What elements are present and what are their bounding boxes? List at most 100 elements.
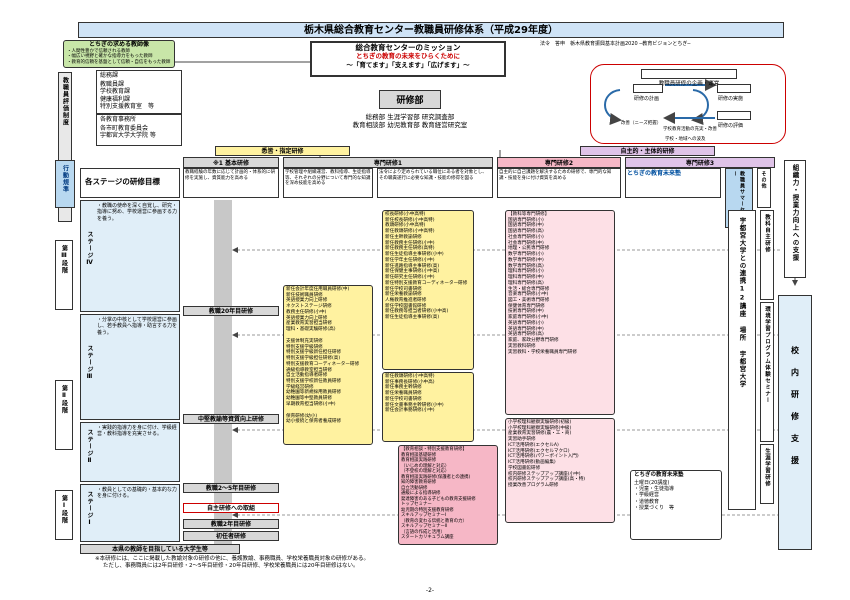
training-item: 授業改善プログラム研修 [508,483,559,489]
training-item: 産業教育実習研修(農・工・商) [508,431,572,437]
category-voluntary: 自主的・主体的研修 [580,146,715,156]
mirai-item: ・児童・生徒指導 [634,486,675,493]
stage-3-label: ステージⅢ [86,345,93,381]
action-norm-text: 行動規準 [61,165,69,193]
training-item: 特別支援学校新任教員研修 [286,379,342,385]
training-item: 英語専門研修(中) [508,326,544,332]
shogai-box: 生涯学習研修 [760,444,774,504]
ideal-teacher-item: ・幅広い視野と確かな指導力をもった教師 [67,54,153,60]
training-item: ICT活用研修(エクセルマクロ) [508,448,570,454]
training-item: 新任教頭研修(小中高特) [385,374,435,379]
mirai-heading: とちぎの教育未来塾 [634,472,684,478]
pdca-act: 改善（ニーズ把握） [621,121,662,126]
external-orgs-box: 各教育事務所 各市町教育委員会 宇都宮大学大学院 等 [96,114,182,146]
stage-3-goal: ・分掌の中核として学校運営に参画し、若手教員へ指導・助言する力を養う。 [97,317,178,336]
stage-2-goal: ・実践的指導力を身に付け、学級経営・教科指導を充実させる。 [97,425,177,438]
training-item: 図工・美術専門研修 [508,298,550,304]
senmon1-list: 校長研修(小中高特)新任校長研修(小中高特)教頭研修(小中高特)新任教頭研修(小… [383,211,473,322]
training-item: 保健体育専門研修 [508,303,545,309]
kenshubu-line1: 総務部 生涯学習部 研究調査部 [365,113,455,121]
footnote-1: ※本研修には、ここに掲載した教諭対象の研修の他に、養護教諭、事務職員、学校栄養職… [95,556,369,562]
training-item: 小学校理科観察実験研修(初級) [508,420,572,425]
org-item: 特別支援教育室 [100,103,143,110]
kyoka-box: 教科自主研修 [760,210,774,300]
training-item: 新任教務等担当者研修(小中高) [385,309,449,315]
kenshubu-heading: 研修部 [379,90,441,109]
senmon2-list-box: 【教科等専門研修】国語専門研修(小)国語専門研修(中)国語専門研修(高)社会専門… [505,210,615,415]
senmon1-a-list: 新任会計年度任用職員研修(中)新任技術職員研修英語授業力向上研修ネクストステージ… [284,286,372,334]
senmon1-list2-box: 新任教頭研修(小中高特)新任事務長研修(小中高)新任事務主幹研修新任栄養職員研修… [382,372,474,442]
training-item: トップセミナー [401,502,432,507]
col-head-senmon1-label: 専門研修1 [373,160,403,167]
training-item: 特別支援学級新任担任研修 [286,350,342,356]
phase-3-label: 第Ⅲ段階 [60,245,68,274]
mission-slogan: ～「育てます」「支えます」「広げます」～ [346,60,470,69]
training-item: 保育研修(幼小) [286,413,318,419]
training-item: 新任学年主任研修(小中) [385,257,435,263]
training-item: 学級経営研修 [286,384,314,390]
kankyo-box: 環境学習プログラム体験セミナー [760,302,774,442]
utsunomiya-label: 宇都宮大学との連携12講座 場所 宇都宮大学 [738,217,746,388]
training-item: 教育相談実践研修(保護者との連携) [401,474,471,480]
training-item: 理科専門研修(小) [508,269,544,275]
mirai-box: とちぎの教育未来塾 土曜日(20講座) ・児童・生徒指導 ・学級経営 ・道徳教育… [630,470,722,540]
training-item: ネクストステージ研修 [286,304,332,310]
footnote-2: ただし、事務職員には2年目研修・2～5年目研修・20年目研修、学校栄養職員には2… [103,562,359,569]
training-item: 理科・基礎実験研修(高) [286,327,336,333]
col3-desc: 法令により定められている職位にある者を対象とし、その職責遂行に必要な知識・技能の… [379,170,487,181]
stage-3: ステージⅢ ・分掌の中核として学校運営に参画し、若手教員へ指導・助言する力を養う… [80,314,180,420]
training-item: 産業教育実習担当研修 [286,321,332,327]
training-item: 新任校長研修(小中高特) [385,217,435,223]
training-item: スキルアップセミナーⅠ [401,513,447,518]
training-item: 幼小接続と保育者養成研修 [286,419,342,425]
training-item: 英語授業力向上研修 [286,315,328,321]
training-item: 知的障害教育研修 [401,480,437,485]
training-item: 自立活動指導者研修 [286,373,328,379]
training-item: 英語専門研修(小) [508,320,544,326]
training-item: 理科専門研修(高) [508,280,544,286]
training-item: 新任進路指導主事研修(高) [385,263,440,269]
training-item: 新任教務主任研修(高特) [385,246,435,252]
training-item: 地理・公民専門研修 [508,246,550,252]
training-item: 理科専門研修(中) [508,275,544,281]
training-item: （不登校の理解と対応） [401,469,450,474]
training-item: 新任学校司書研修 [385,396,422,402]
training-item: 特別支援教育コーディネーター研修 [286,361,360,367]
org2-item: 各市町教育委員会 [100,124,149,132]
kounai-support: 校内研修支援 [778,295,812,550]
training-item: （言語の作成と活用） [401,529,445,535]
mission-box: 総合教育センターのミッション とちぎの教育の未来をひらくために ～「育てます」「… [310,41,506,77]
training-item: 英語授業力向上研修 [286,298,328,304]
org-item: 健康福利課 [100,95,131,103]
admin-orgs-box: 総務課 教職員課 学校教育課 健康福利課 特別支援教育室 等 [96,70,182,114]
training-item: 特別支援学級担任研修(高) [286,356,341,362]
training-item: 新任主幹教諭研修 [385,234,422,240]
kounai-support-label: 校内研修支援 [790,346,800,478]
category-voluntary-label: 自主的・主体的研修 [620,148,675,155]
mission-heading: 総合教育センターのミッション [355,43,461,52]
training-item: （いじめの理解と対応） [401,463,450,469]
training-item: スタートカリキュラム講座 [401,535,454,540]
training-item: 実習教科研修 [508,343,536,349]
senmon1-b-list: 支援体制充実研修特別支援学級研修特別支援学級新任担任研修特別支援学級担任研修(高… [284,338,372,409]
training-item: 数学専門研修(中) [508,257,544,263]
ideal-teacher-item: ・教育的信頼を基盤として信頼・自信をもった教師 [67,59,171,65]
training-item: 通級指導教室担当研修 [286,367,332,373]
col-head-basic-label: ※1 基本研修 [212,160,250,167]
senmon1-list-box: 校長研修(小中高特)新任校長研修(小中高特)教頭研修(小中高特)新任教頭研修(小… [382,210,474,370]
training-item: 社会専門研修(小) [508,234,544,240]
col-head-senmon3: 専門研修3 [625,157,775,168]
pdca-do: 研修の実施 [718,96,744,102]
training-item: 国語専門研修(小) [508,217,544,223]
training-item: 新任会計年度任用職員研修(中) [286,287,350,292]
senmon1-d-list: 【教育相談・特別支援教育研修】教育相談基礎研修教育相談実践研修（いじめの理解と対… [399,446,497,542]
basic-y25: 教職2～5年目研修 [205,485,257,492]
mirai-item: ・道徳教育 [634,498,660,505]
basic-y2: 教職2年目研修 [210,521,252,528]
org-item: 学校教育課 [100,88,131,95]
training-item: 新任学校司書研修 [385,286,422,292]
evaluation-system-text: 教職員評価制度 [61,77,69,126]
pdca-plan: 研修の計画 [634,96,660,102]
col-head-senmon2: 専門研修2 [497,157,621,168]
col-head-senmon1: 専門研修1 [283,157,493,168]
